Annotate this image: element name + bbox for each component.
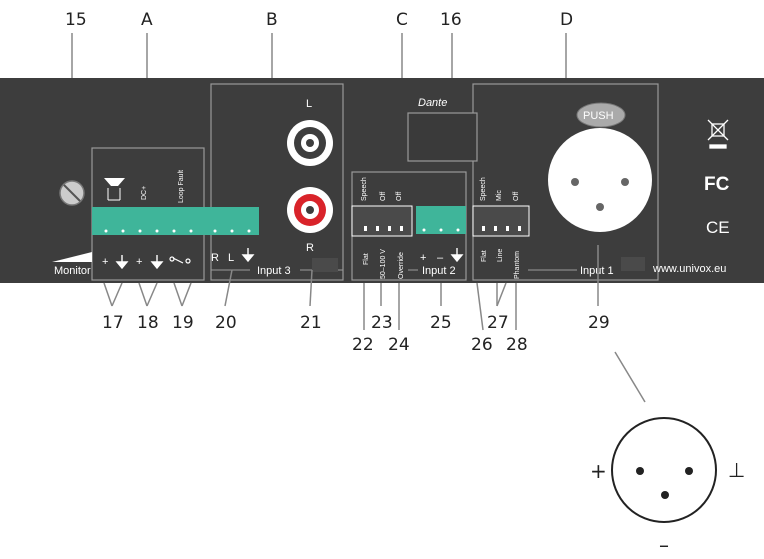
switch-c-top-off2: Off xyxy=(396,192,403,201)
callout-25: 25 xyxy=(430,313,452,333)
rca-right-jack[interactable] xyxy=(287,187,333,233)
dante-logo: Dante xyxy=(418,97,447,109)
switch-c-top-speech: Speech xyxy=(361,177,368,201)
callout-C: C xyxy=(396,10,408,30)
switch-icon xyxy=(169,256,191,264)
monitor-knob[interactable] xyxy=(59,180,85,206)
terminal-screws-a xyxy=(104,229,251,233)
input2-minus: – xyxy=(437,252,444,264)
input2-ground-icon xyxy=(450,248,464,263)
callout-20: 20 xyxy=(215,313,237,333)
dip-switch-d[interactable] xyxy=(472,205,530,237)
rca-left-jack[interactable] xyxy=(287,120,333,166)
xlr-pin-minus xyxy=(661,491,669,499)
switch-d-top-speech: Speech xyxy=(480,177,487,201)
xlr-push-release[interactable] xyxy=(576,102,626,128)
monitor-label: Monitor xyxy=(54,265,91,277)
ce-mark: CE xyxy=(706,218,730,237)
switch-c-bottom-flat: Flat xyxy=(363,253,370,265)
bottom-callouts: 17 18 19 20 21 22 23 24 25 26 27 28 29 xyxy=(102,313,610,355)
fc-mark: FC xyxy=(704,174,730,195)
input3-label: Input 3 xyxy=(257,265,291,277)
dc-plus-label: DC+ xyxy=(141,186,148,200)
plus-sign-1: + xyxy=(102,256,108,268)
callout-D: D xyxy=(560,10,573,30)
switch-d-bottom-phantom: Phantom xyxy=(514,251,521,279)
callout-18: 18 xyxy=(137,313,159,333)
callout-19: 19 xyxy=(172,313,194,333)
callout-23: 23 xyxy=(371,313,393,333)
callout-16: 16 xyxy=(440,10,462,30)
switch-d-top-off: Off xyxy=(513,192,520,201)
xlr-pinout-diagram xyxy=(611,417,717,523)
website-label: www.univox.eu xyxy=(652,263,726,275)
pinout-plus-label: + xyxy=(590,459,607,483)
rca-left-label: L xyxy=(306,98,312,110)
callout-21: 21 xyxy=(300,313,322,333)
dante-port[interactable] xyxy=(407,112,478,162)
speaker-icon xyxy=(104,178,125,186)
terminal-screws-input2 xyxy=(422,228,460,232)
pinout-ground-label: ⊥ xyxy=(728,458,745,482)
callout-22: 22 xyxy=(352,335,374,355)
bottom-leader-lines xyxy=(103,245,646,403)
callout-26: 26 xyxy=(471,335,493,355)
terminal-block-a[interactable] xyxy=(92,207,259,235)
switch-d-bottom-line: Line xyxy=(497,249,504,262)
switch-c-top-off1: Off xyxy=(380,192,387,201)
weee-bin-icon xyxy=(707,119,729,149)
volume-ramp-icon xyxy=(52,252,92,262)
input3-ground-icon xyxy=(241,248,255,263)
xlr-input1-connector[interactable] xyxy=(548,128,652,232)
dip-switch-d-levers xyxy=(482,226,521,231)
switch-d-bottom-flat: Flat xyxy=(481,250,488,262)
input3-letter-l: L xyxy=(228,252,234,264)
callout-17: 17 xyxy=(102,313,124,333)
xlr-pinout-outline xyxy=(611,417,717,523)
callout-15: 15 xyxy=(65,10,87,30)
input1-label-slot xyxy=(621,257,645,271)
input3-letter-r: R xyxy=(211,252,219,264)
callout-A: A xyxy=(141,10,153,30)
input2-plus: + xyxy=(420,252,426,264)
switch-c-bottom-override: Override xyxy=(398,252,405,279)
xlr-pin-ground xyxy=(685,467,693,475)
callout-29: 29 xyxy=(588,313,610,333)
top-callouts: 15 A B C 16 D xyxy=(65,10,573,30)
callout-24: 24 xyxy=(388,335,410,355)
input2-label: Input 2 xyxy=(422,265,456,277)
input3-label-slot xyxy=(312,258,338,272)
pinout-minus-label: – xyxy=(659,533,669,557)
switch-c-bottom-50-100v: 50–100 V xyxy=(380,249,387,279)
callout-B: B xyxy=(266,10,278,30)
dip-switch-c-levers xyxy=(364,226,403,231)
loop-fault-label: Loop Fault xyxy=(178,170,185,203)
callout-27: 27 xyxy=(487,313,509,333)
callout-28: 28 xyxy=(506,335,528,355)
input1-label: Input 1 xyxy=(580,265,614,277)
rca-right-label: R xyxy=(306,242,314,254)
dip-switch-c[interactable] xyxy=(351,205,413,237)
push-label: PUSH xyxy=(583,110,614,122)
xlr-pin-plus xyxy=(636,467,644,475)
plus-sign-2: + xyxy=(136,256,142,268)
switch-d-top-mic: Mic xyxy=(496,190,503,201)
ground-icons-a xyxy=(115,255,164,270)
